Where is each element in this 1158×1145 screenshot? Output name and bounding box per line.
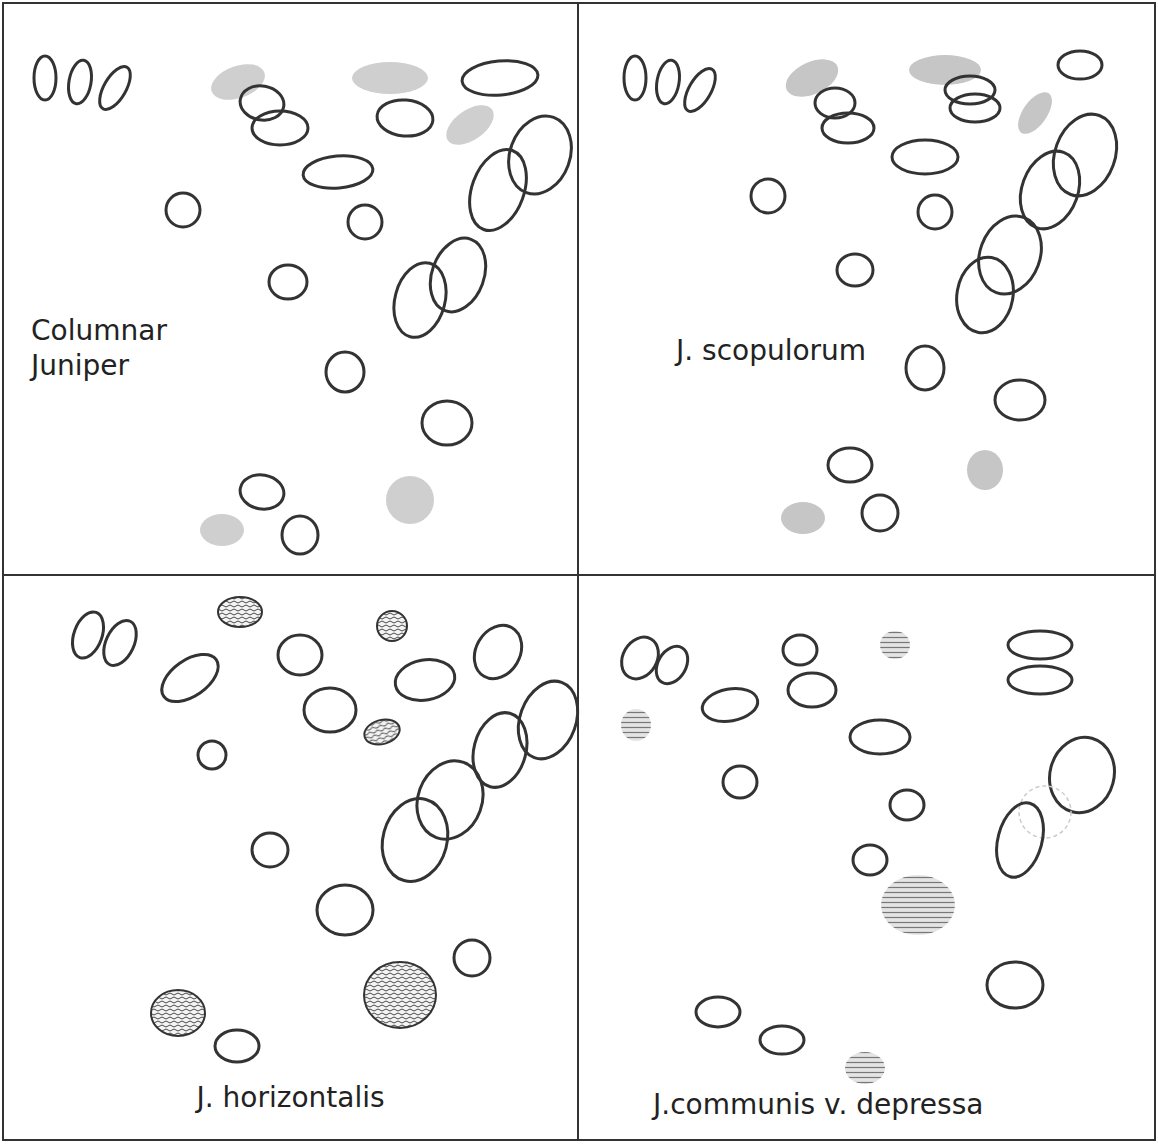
panel: J. scopulorum	[578, 3, 1155, 575]
panel: J. horizontalis	[3, 575, 578, 1140]
species-label: Columnar Juniper	[31, 313, 221, 383]
spots-columnar	[34, 56, 582, 554]
spots-horizontalis	[67, 597, 588, 1062]
spots-communis	[614, 630, 1122, 1084]
species-label: J. scopulorum	[676, 333, 866, 368]
frame	[3, 3, 1155, 1140]
species-label: J.communis v. depressa	[653, 1087, 983, 1122]
species-label: J. horizontalis	[196, 1080, 384, 1115]
spots-scopulorum	[624, 51, 1128, 534]
panel: Columnar Juniper	[3, 3, 578, 575]
panel: J.communis v. depressa	[578, 575, 1155, 1140]
